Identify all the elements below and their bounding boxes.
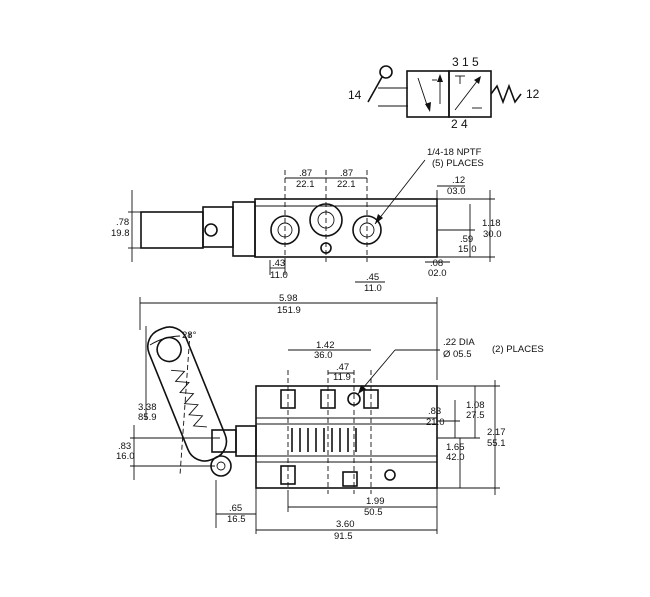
- symbol-ports-bottom: 2 4: [451, 117, 468, 131]
- dim-83a-mm: 21.0: [426, 417, 445, 428]
- dim-199-mm: 50.5: [364, 507, 383, 518]
- dim-43-mm: 11.0: [270, 270, 288, 281]
- hole-mm-label: Ø 05.5: [443, 349, 472, 360]
- dim-83b-in: .83: [118, 441, 131, 452]
- arrowhead-3: [474, 76, 481, 84]
- dim-118-mm: 30.0: [483, 229, 502, 240]
- dim-43-in: .43: [272, 258, 285, 269]
- handle-clevis: [202, 206, 234, 248]
- dim-108-in: 1.08: [466, 400, 485, 411]
- dim-59-mm: 15.0: [458, 244, 477, 255]
- dim-65-mm: 16.5: [227, 514, 246, 525]
- valve-symbol: 3 1 5 2 4 14 12: [348, 55, 540, 131]
- dim-165-in: 1.65: [446, 442, 465, 453]
- dim-12-mm: 03.0: [447, 186, 466, 197]
- dim-83a-in: .83: [428, 406, 441, 417]
- dim-142-in: 1.42: [316, 340, 335, 351]
- dim-217-in: 2.17: [487, 427, 506, 438]
- dim-45-mm: 11.0: [364, 283, 382, 294]
- dim-08-in: .08: [430, 258, 443, 269]
- dim-598-mm: 151.9: [277, 305, 301, 316]
- dim-142-mm: 36.0: [314, 350, 333, 361]
- dim-87b-mm: 22.1: [337, 179, 356, 190]
- dim-08-mm: 02.0: [428, 268, 447, 279]
- dim-87b-in: .87: [340, 168, 353, 179]
- dim-165-mm: 42.0: [446, 452, 465, 463]
- arrowhead-1: [425, 102, 431, 112]
- dim-45-in: .45: [366, 272, 379, 283]
- dim-78-in: .78: [116, 217, 129, 228]
- symbol-box-left: [406, 70, 450, 118]
- dim-65-in: .65: [229, 503, 242, 514]
- spring-icon: [490, 83, 522, 105]
- angle-label: 28°: [182, 330, 197, 341]
- lever-stem: [367, 76, 383, 103]
- dim-199-in: 1.99: [366, 496, 385, 507]
- dim-47-in: .47: [336, 362, 349, 373]
- dim-217-mm: 55.1: [487, 438, 506, 449]
- dim-87a-mm: 22.1: [296, 179, 315, 190]
- end-cap: [232, 201, 256, 257]
- hole-places-label: (2) PLACES: [492, 344, 544, 355]
- arrowhead-2: [437, 74, 443, 82]
- front-view: 5.98 151.9 28°: [116, 293, 544, 542]
- dim-47-mm: 11.9: [333, 372, 351, 383]
- dim-338-in: 3.38: [138, 402, 157, 413]
- valve-body-front: [255, 385, 438, 489]
- flow-arrow-3: [454, 79, 479, 111]
- dim-78-mm: 19.8: [111, 228, 130, 239]
- lever-knob-icon: [379, 65, 393, 79]
- nptf-note: 1/4-18 NPTF: [427, 147, 482, 158]
- dim-87a-in: .87: [299, 168, 312, 179]
- dim-108-mm: 27.5: [466, 410, 485, 421]
- lever-arm: [146, 326, 228, 462]
- spool-ribs: [291, 428, 357, 452]
- nptf-places: (5) PLACES: [432, 158, 484, 169]
- symbol-port-14: 14: [348, 88, 362, 102]
- dim-360-mm: 91.5: [334, 531, 353, 542]
- symbol-ports-top: 3 1 5: [452, 55, 479, 69]
- dim-59-in: .59: [460, 234, 473, 245]
- dim-83b-mm: 16.0: [116, 451, 135, 462]
- lever-pivot-icon: [156, 336, 182, 363]
- dim-360-in: 3.60: [336, 519, 355, 530]
- hole-dia-label: .22 DIA: [443, 337, 475, 348]
- symbol-port-12: 12: [526, 87, 540, 101]
- handle-body: [140, 211, 204, 249]
- nptf-leader: [374, 159, 426, 225]
- dim-12-in: .12: [452, 175, 465, 186]
- valve-body-top: [254, 198, 438, 258]
- bottom-port-2: [342, 471, 358, 487]
- front-end-cap: [235, 425, 257, 457]
- top-view: 1/4-18 NPTF (5) PLACES .87 22.1 .87 22.1…: [111, 147, 502, 294]
- clevis-pin-icon: [204, 223, 218, 237]
- dim-598-in: 5.98: [279, 293, 298, 304]
- mount-hole-2-icon: [384, 469, 396, 481]
- dim-338-mm: 85.9: [138, 412, 157, 423]
- dim-118-in: 1.18: [482, 218, 501, 229]
- flow-arrow-1: [417, 77, 429, 109]
